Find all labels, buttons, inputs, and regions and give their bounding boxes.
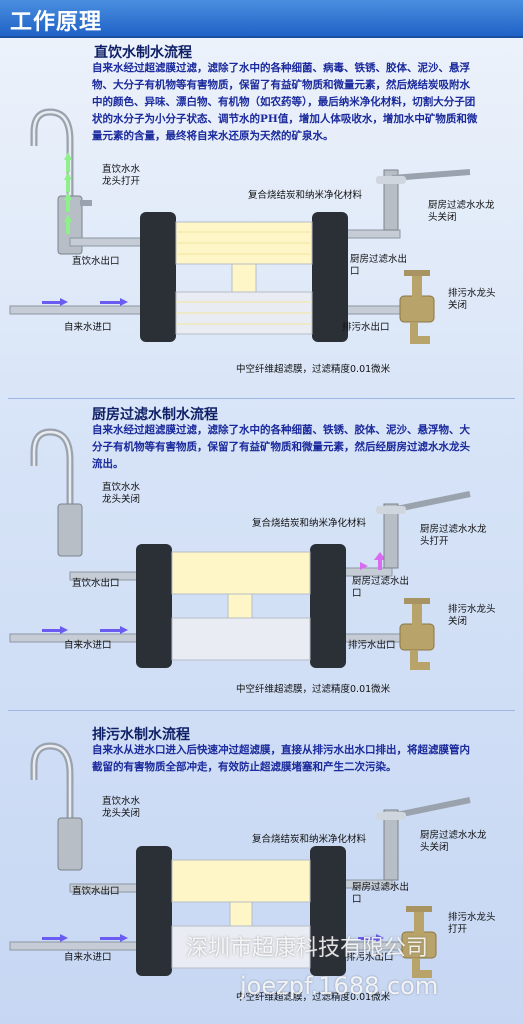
section-title: 厨房过滤水制水流程 [92,407,218,423]
purifier-diagram [9,428,471,670]
drain-valve-icon [399,270,435,344]
section-description: 自来水经过超滤膜过滤，滤除了水中的各种细菌、铁锈、胶体、泥沙、悬浮物、大分子有机… [92,424,470,470]
drinking-outlet-label: 直饮水出口 [72,256,120,267]
inlet-flow-arrows [42,298,128,306]
section-title: 直饮水制水流程 [94,45,192,61]
watermark-company: 深圳市超康科技有限公司 [186,936,429,961]
carbon-nano-label: 复合烧结炭和纳米净化材料 [248,190,363,201]
drain-outlet-label: 排污水出口 [342,322,390,333]
purifier-diagram [9,108,471,344]
drain-tap-label: 排污水龙头打开 [448,912,496,935]
tap-inlet-label: 自来水进口 [64,640,112,651]
drain-tap-label: 排污水龙头关闭 [448,604,496,627]
section-description: 自来水经过超滤膜过滤，滤除了水中的各种细菌、病毒、铁锈、胶体、泥沙、悬浮物、大分… [92,62,478,142]
kitchen-tap-label: 厨房过滤水水龙头打开 [420,524,487,547]
membrane-label: 中空纤维超滤膜，过滤精度0.01微米 [236,364,391,375]
tap-inlet-label: 自来水进口 [64,952,112,963]
purifier-diagram [9,742,471,978]
drain-outlet-label: 排污水出口 [346,952,394,963]
drinking-faucet-icon [30,428,83,557]
kitchen-tap-label: 厨房过滤水水龙头关闭 [420,830,487,853]
kitchen-flow-arrows [360,552,386,570]
kitchen-outlet-label: 厨房过滤水出口 [352,576,410,599]
header-bar: 工作原理 [0,0,523,38]
drinking-flow-arrows [64,152,72,234]
section-description: 自来水从进水口进入后快速冲过超滤膜，直接从排污水出水口排出，将超滤膜管内截留的有… [92,744,470,773]
filter-housing [140,212,348,342]
filter-housing [136,846,346,976]
kitchen-faucet-icon [376,491,471,569]
drinking-tap-label: 直饮水水龙头关闭 [102,796,141,819]
inlet-flow-arrows [42,626,128,634]
watermark-url: joezpf.1688.com [240,972,439,1000]
drinking-outlet-label: 直饮水出口 [72,578,120,589]
section-divider [8,398,515,399]
drain-outlet-label: 排污水出口 [348,640,396,651]
section-title: 排污水制水流程 [92,727,190,743]
drinking-outlet-label: 直饮水出口 [72,886,120,897]
drinking-tap-label: 直饮水水龙头打开 [102,164,141,187]
drinking-faucet-icon [30,108,92,255]
page-title: 工作原理 [10,10,103,35]
drain-tap-label: 排污水龙头关闭 [448,288,496,311]
filter-housing [136,544,346,668]
membrane-label: 中空纤维超滤膜，过滤精度0.01微米 [236,992,391,1003]
kitchen-faucet-icon [376,797,471,881]
section-divider [8,710,515,711]
drain-flow-arrows [358,934,384,942]
drain-valve-icon [399,598,435,670]
kitchen-tap-label: 厨房过滤水水龙头关闭 [428,200,495,223]
tap-inlet-label: 自来水进口 [64,322,112,333]
kitchen-outlet-label: 厨房过滤水出口 [352,882,410,905]
kitchen-outlet-label: 厨房过滤水出口 [350,254,408,277]
carbon-nano-label: 复合烧结炭和纳米净化材料 [252,518,367,529]
drain-valve-icon [401,906,437,978]
carbon-nano-label: 复合烧结炭和纳米净化材料 [252,834,367,845]
drinking-faucet-icon [30,742,83,871]
membrane-label: 中空纤维超滤膜，过滤精度0.01微米 [236,684,391,695]
drinking-tap-label: 直饮水水龙头关闭 [102,482,141,505]
inlet-flow-arrows [42,934,128,942]
kitchen-faucet-icon [376,169,471,231]
